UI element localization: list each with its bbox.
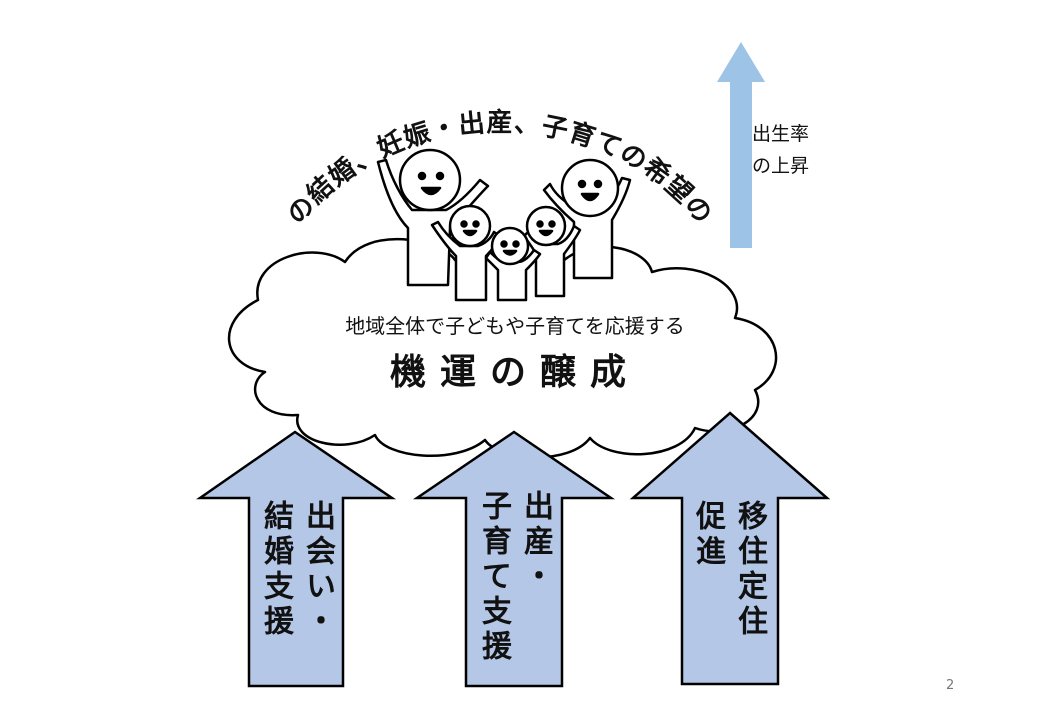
arrow-1-line-2: 結婚支援 (258, 500, 293, 640)
birthrate-up-arrow (717, 42, 765, 248)
arrow-3-line-1: 移住定住 (732, 500, 767, 640)
arrow-shape-2 (412, 430, 616, 688)
birthrate-line-2: の上昇 (752, 155, 810, 177)
family-figures (376, 148, 632, 302)
child-middle-figure (484, 226, 542, 302)
arrow-2-line-2: 子育て支援 (476, 490, 511, 665)
arrow-3-line-2: 促進 (690, 500, 725, 570)
child-left-figure (430, 204, 502, 302)
adult-left-figure (376, 148, 490, 287)
arrow-shape-3 (629, 411, 831, 686)
adult-right-figure (542, 158, 632, 280)
cloud-title: 機運の醸成 (389, 352, 640, 393)
arrow-1-line-1: 出会い・ (300, 500, 335, 640)
page-number: 2 (946, 678, 955, 693)
arrow-shape-1 (196, 430, 397, 688)
birthrate-label: 出生率 の上昇 (752, 118, 809, 182)
arrow-2-line-1: 出産・ (518, 490, 553, 595)
cloud-subtitle: 地域全体で子どもや子育てを応援する (345, 314, 685, 338)
birthrate-line-1: 出生率 (752, 123, 810, 145)
